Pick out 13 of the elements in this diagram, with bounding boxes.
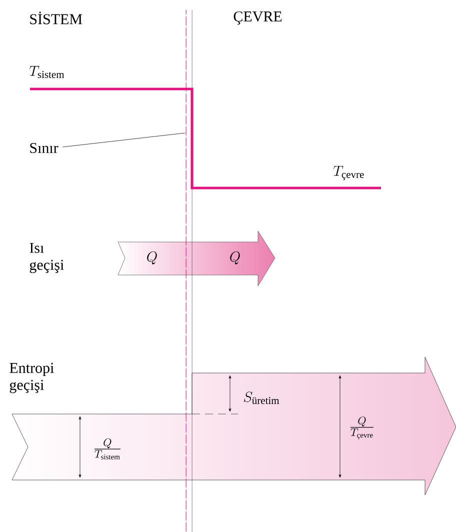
leader-line: [62, 132, 186, 148]
region-label: ÇEVRE: [234, 11, 282, 25]
temperature-label: $T_{\text{sistem}}$: [30, 66, 64, 78]
arrow-label: Isı geçişi: [30, 242, 64, 274]
arrow-label: Entropi geçişi: [10, 362, 54, 394]
quantity-label: $Q$: [147, 251, 157, 264]
quantity-label: $\frac{Q}{T_{\text{sistem}}}$: [94, 438, 120, 460]
boundary-label: Sınır: [30, 142, 58, 154]
quantity-label: $Q$: [230, 251, 240, 264]
quantity-label: $\frac{Q}{T_{\text{çevre}}}$: [350, 416, 374, 440]
quantity-label: $S_{\text{üretim}}$: [244, 392, 280, 404]
temperature-label: $T_{\text{çevre}}$: [334, 166, 364, 180]
region-label: SİSTEM: [30, 12, 82, 24]
